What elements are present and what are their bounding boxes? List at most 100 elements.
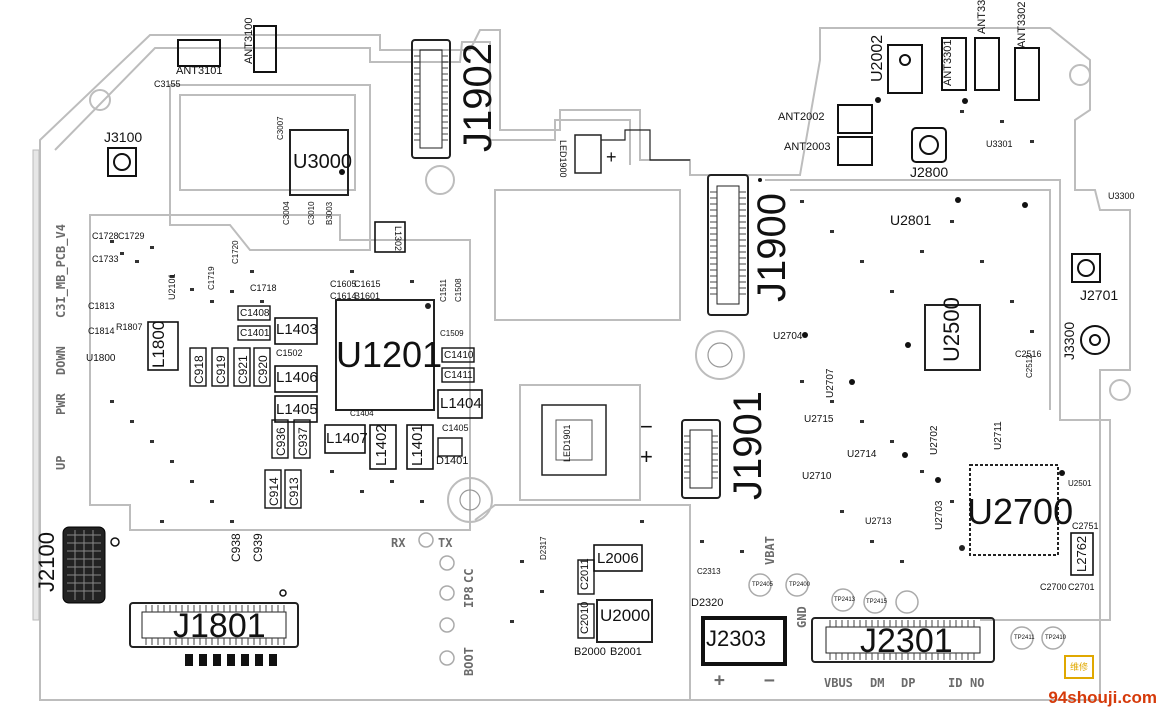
c919-label: C919 <box>214 355 228 384</box>
c1733-label: C1733 <box>92 254 119 264</box>
coax-outlines <box>107 44 1110 355</box>
j2303-label: J2303 <box>706 626 766 651</box>
u2703-label: U2703 <box>934 500 945 530</box>
hole-ring-5 <box>89 89 112 111</box>
u3301-label: U3301 <box>986 139 1013 149</box>
c1511-label: C1511 <box>439 279 448 302</box>
d2317-label: D2317 <box>539 536 548 560</box>
c921-label: C921 <box>236 355 250 384</box>
ant2002-label: ANT2002 <box>778 111 825 123</box>
j1801-pins <box>145 605 285 645</box>
tx-label: TX <box>438 536 453 550</box>
j3100-label: J3100 <box>104 129 143 145</box>
u2002-label: U2002 <box>869 34 886 82</box>
watermark-badge: 维修 <box>1064 655 1094 679</box>
smd-scatter <box>110 110 1034 623</box>
no-label: NO <box>970 676 985 690</box>
led1901-plus: + <box>640 444 653 469</box>
c2700-label: C2700 <box>1040 582 1067 592</box>
c1509-label: C1509 <box>440 329 464 338</box>
c1410-label: C1410 <box>444 350 474 361</box>
vias <box>110 97 1065 597</box>
l1406-label: L1406 <box>276 369 318 386</box>
pwr-button-label[interactable]: PWR <box>54 393 68 415</box>
c3004-label: C3004 <box>282 201 291 225</box>
c1729-label: C1729 <box>118 231 145 241</box>
ant3303-label: ANT33 <box>976 0 988 34</box>
boot-label: BOOT <box>462 647 476 676</box>
ant3302-label: ANT3302 <box>1016 1 1028 48</box>
lower-center-bay <box>519 384 641 501</box>
j2800-label: J2800 <box>910 164 949 180</box>
led1901-minus: − <box>640 414 653 439</box>
u2714-label: U2714 <box>847 449 877 460</box>
u1201-label: U1201 <box>336 334 443 375</box>
c1814-label: C1814 <box>88 326 115 336</box>
lower-mid-outline <box>474 504 691 700</box>
c936-label: C936 <box>274 427 288 456</box>
side-button-strip <box>32 149 40 621</box>
led1901-label: LED1901 <box>562 424 572 462</box>
j2303-connector <box>701 616 787 666</box>
hole-inner-2 <box>707 342 733 368</box>
c2313-label: C2313 <box>697 567 721 576</box>
led1900-trace <box>601 129 690 161</box>
c1614-label: C1614 <box>330 291 357 301</box>
led1901-inner <box>555 419 593 461</box>
l1404-label: L1404 <box>440 395 482 412</box>
u2801-label: U2801 <box>890 212 932 228</box>
c1401-label: C1401 <box>240 328 270 339</box>
vbat-label: VBAT <box>763 536 777 565</box>
j2100-grid <box>67 530 101 600</box>
u2715-label: U2715 <box>804 414 834 425</box>
c938-label: C938 <box>229 533 243 562</box>
c1615-label: C1615 <box>354 279 381 289</box>
u1201-pin1 <box>425 303 431 309</box>
led1900-outline <box>574 134 602 174</box>
test-points <box>418 532 1065 666</box>
u2000-label: U2000 <box>600 606 651 625</box>
u2500-label: U2500 <box>939 297 964 362</box>
c1728-label: C1728 <box>92 231 119 241</box>
led1900-label: LED1900 <box>558 140 568 178</box>
j2701-label: J2701 <box>1080 287 1119 303</box>
j1801-connector <box>129 602 299 648</box>
l1800-label: L1800 <box>149 320 168 368</box>
c1508-label: C1508 <box>454 278 463 302</box>
j2100-label: J2100 <box>34 532 59 592</box>
c1405-label: C1405 <box>442 423 469 433</box>
l1401-label: L1401 <box>409 424 426 466</box>
u2707-label: U2707 <box>825 368 836 398</box>
j2301-label: J2301 <box>860 622 953 660</box>
j3300-label: J3300 <box>1061 321 1077 360</box>
tp2405-label: TP2405 <box>752 582 774 588</box>
j2303-plus-label: + <box>714 670 725 691</box>
up-button-label[interactable]: UP <box>54 455 68 470</box>
right-inner <box>790 189 1051 410</box>
cc-label: CC <box>462 568 476 583</box>
u2704-label: U2704 <box>773 331 803 342</box>
j1901-pins <box>684 435 718 479</box>
tp2411-label: TP2411 <box>1014 635 1035 641</box>
u2500-chip <box>924 304 981 371</box>
c3010-label: C3010 <box>307 201 316 225</box>
c1408-label: C1408 <box>240 308 270 319</box>
c1502-label: C1502 <box>276 348 303 358</box>
b1601-label: B1601 <box>354 291 381 301</box>
u3000-chip <box>289 129 349 196</box>
id-label: ID <box>948 676 963 690</box>
d1401-label: D1401 <box>436 455 469 467</box>
led1901-outline <box>541 404 607 476</box>
u2700-pin1 <box>959 545 965 551</box>
u3000-outer <box>169 84 371 251</box>
u2713-label: U2713 <box>865 516 892 526</box>
b3003-label: B3003 <box>325 201 334 225</box>
d2320-label: D2320 <box>691 597 724 609</box>
ant2003-label: ANT2003 <box>784 141 831 153</box>
j1902-connector <box>411 39 451 159</box>
ip8-label: IP8 <box>462 586 476 608</box>
down-button-label[interactable]: DOWN <box>54 346 68 375</box>
u2700-chip <box>969 464 1059 556</box>
tp2410-label: TP2410 <box>1045 635 1067 641</box>
